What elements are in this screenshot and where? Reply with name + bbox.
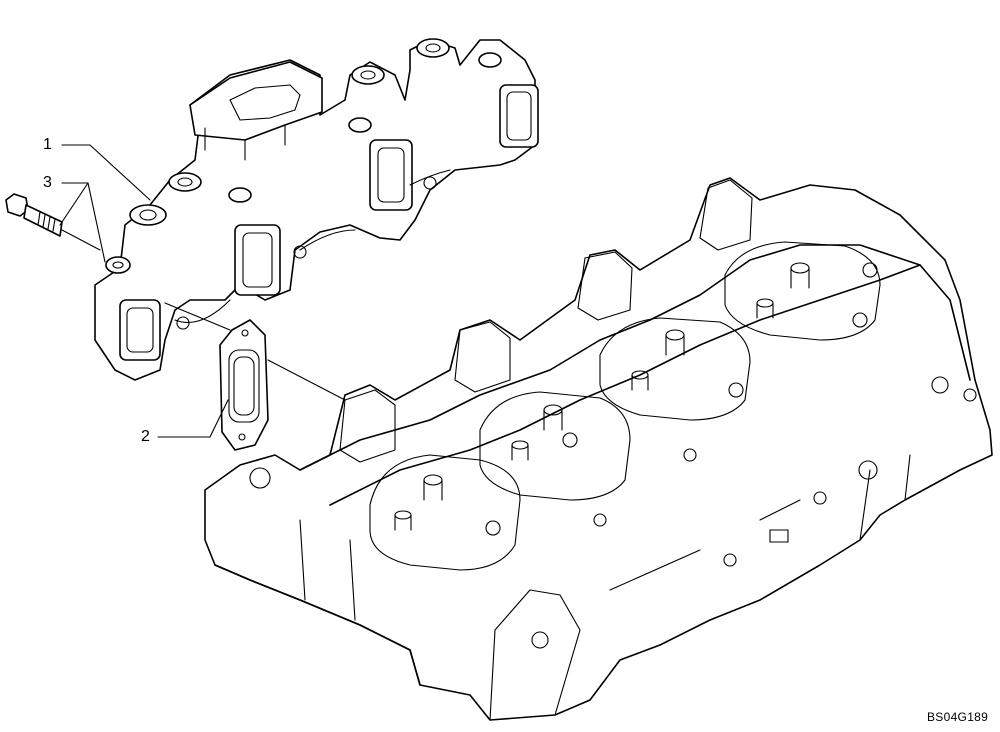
leader-lines (59, 144, 346, 438)
gasket-alignment-line (164, 302, 346, 401)
callout-2: 2 (141, 428, 150, 445)
callout-1: 1 (43, 136, 52, 153)
manifold-bolt (5, 193, 63, 237)
callout-3: 3 (43, 174, 52, 191)
cylinder-head (204, 177, 993, 721)
exhaust-manifold (94, 38, 539, 381)
figure-code: BS04G189 (927, 710, 989, 724)
leader-2 (157, 399, 229, 438)
leader-3b (87, 182, 106, 263)
bolt-alignment-line (61, 229, 101, 251)
leader-3 (59, 182, 89, 226)
manifold-gasket (219, 319, 269, 451)
leader-1 (61, 144, 151, 201)
